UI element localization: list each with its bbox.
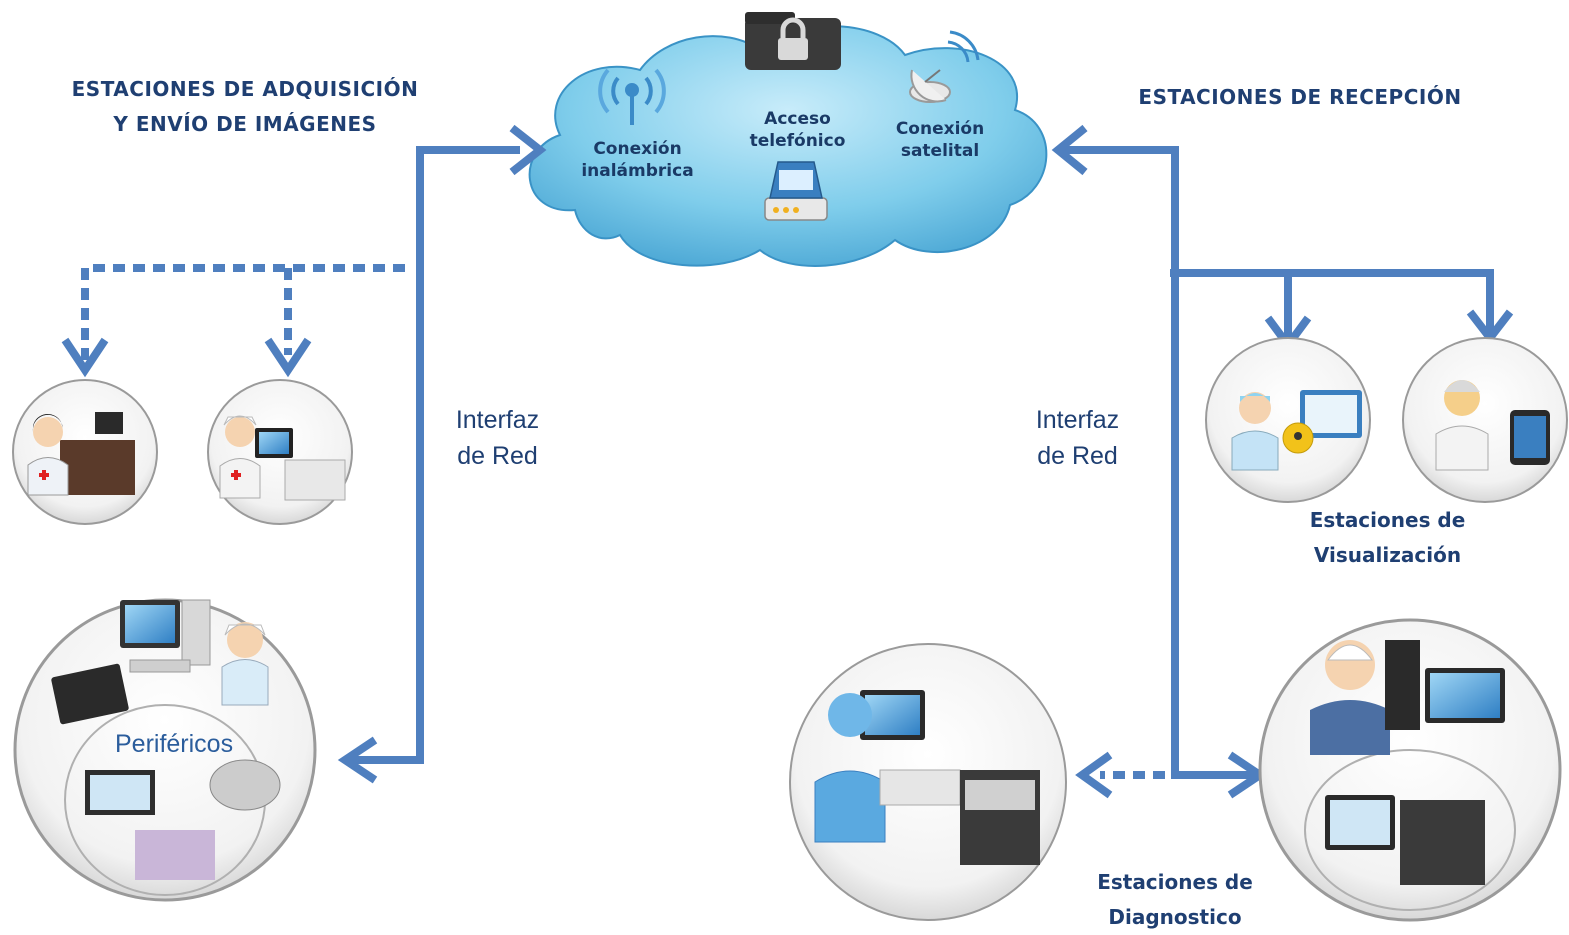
right-interface-line	[1060, 146, 1255, 779]
visualization-label: Estaciones de Visualización	[1265, 503, 1510, 573]
left-interface-line1: Interfaz	[455, 406, 540, 434]
satellite-dish-icon	[909, 30, 980, 103]
left-interface-line	[345, 146, 520, 764]
cloud-phone-line2: telefónico	[749, 131, 846, 151]
dashed-arrows	[61, 264, 1165, 799]
cloud-satellite-line1: Conexión	[895, 119, 985, 139]
cloud-wireless-line1: Conexión	[593, 139, 682, 159]
visualization-label-line1: Estaciones de	[1309, 508, 1466, 532]
left-top-arrowhead	[509, 124, 547, 176]
right-interface-line1: Interfaz	[1035, 406, 1120, 434]
cloud-wireless-line2: inalámbrica	[581, 161, 694, 181]
cloud-phone-label: Acceso telefónico	[735, 108, 860, 152]
acquisition-station-nurse	[207, 379, 353, 525]
acquisition-heading: ESTACIONES DE ADQUISICIÓN Y ENVÍO DE IMÁ…	[20, 72, 470, 142]
visualization-branch	[1170, 269, 1494, 335]
cloud-satellite-label: Conexión satelital	[880, 118, 1000, 162]
wireless-icon	[598, 68, 666, 125]
left-interface-line2: de Red	[457, 442, 538, 470]
acquisition-heading-line1: ESTACIONES DE ADQUISICIÓN	[71, 77, 419, 101]
arrow-lines	[337, 124, 1514, 799]
acquisition-station-doctor	[12, 379, 158, 525]
lock-icon	[745, 12, 841, 70]
visualization-station-1	[1205, 337, 1371, 503]
right-network-interface-label: Interfaz de Red	[1010, 402, 1145, 474]
diagnostic-label: Estaciones de Diagnostico	[1055, 865, 1295, 935]
cloud-wireless-label: Conexión inalámbrica	[565, 138, 710, 182]
diagnostic-station-2	[1258, 618, 1562, 922]
diagnostic-label-line2: Diagnostico	[1108, 905, 1242, 929]
telephone-icon	[764, 161, 828, 221]
diagnostic-station-1	[789, 643, 1067, 921]
visualization-label-line2: Visualización	[1313, 543, 1462, 567]
visualization-station-2	[1402, 337, 1568, 503]
peripherals-circle	[13, 598, 317, 902]
right-top-arrowhead	[1051, 124, 1088, 176]
reception-heading: ESTACIONES DE RECEPCIÓN	[1138, 85, 1462, 109]
cloud-phone-line1: Acceso	[764, 109, 831, 129]
diagnostic-label-line1: Estaciones de	[1097, 870, 1253, 894]
acquisition-heading-line2: Y ENVÍO DE IMÁGENES	[113, 112, 377, 136]
peripherals-label: Periféricos	[115, 730, 234, 758]
network-cloud	[528, 12, 1048, 267]
right-interface-line2: de Red	[1037, 442, 1118, 470]
cloud-satellite-line2: satelital	[900, 141, 980, 161]
left-network-interface-label: Interfaz de Red	[430, 402, 565, 474]
left-bottom-arrowhead	[337, 736, 378, 784]
